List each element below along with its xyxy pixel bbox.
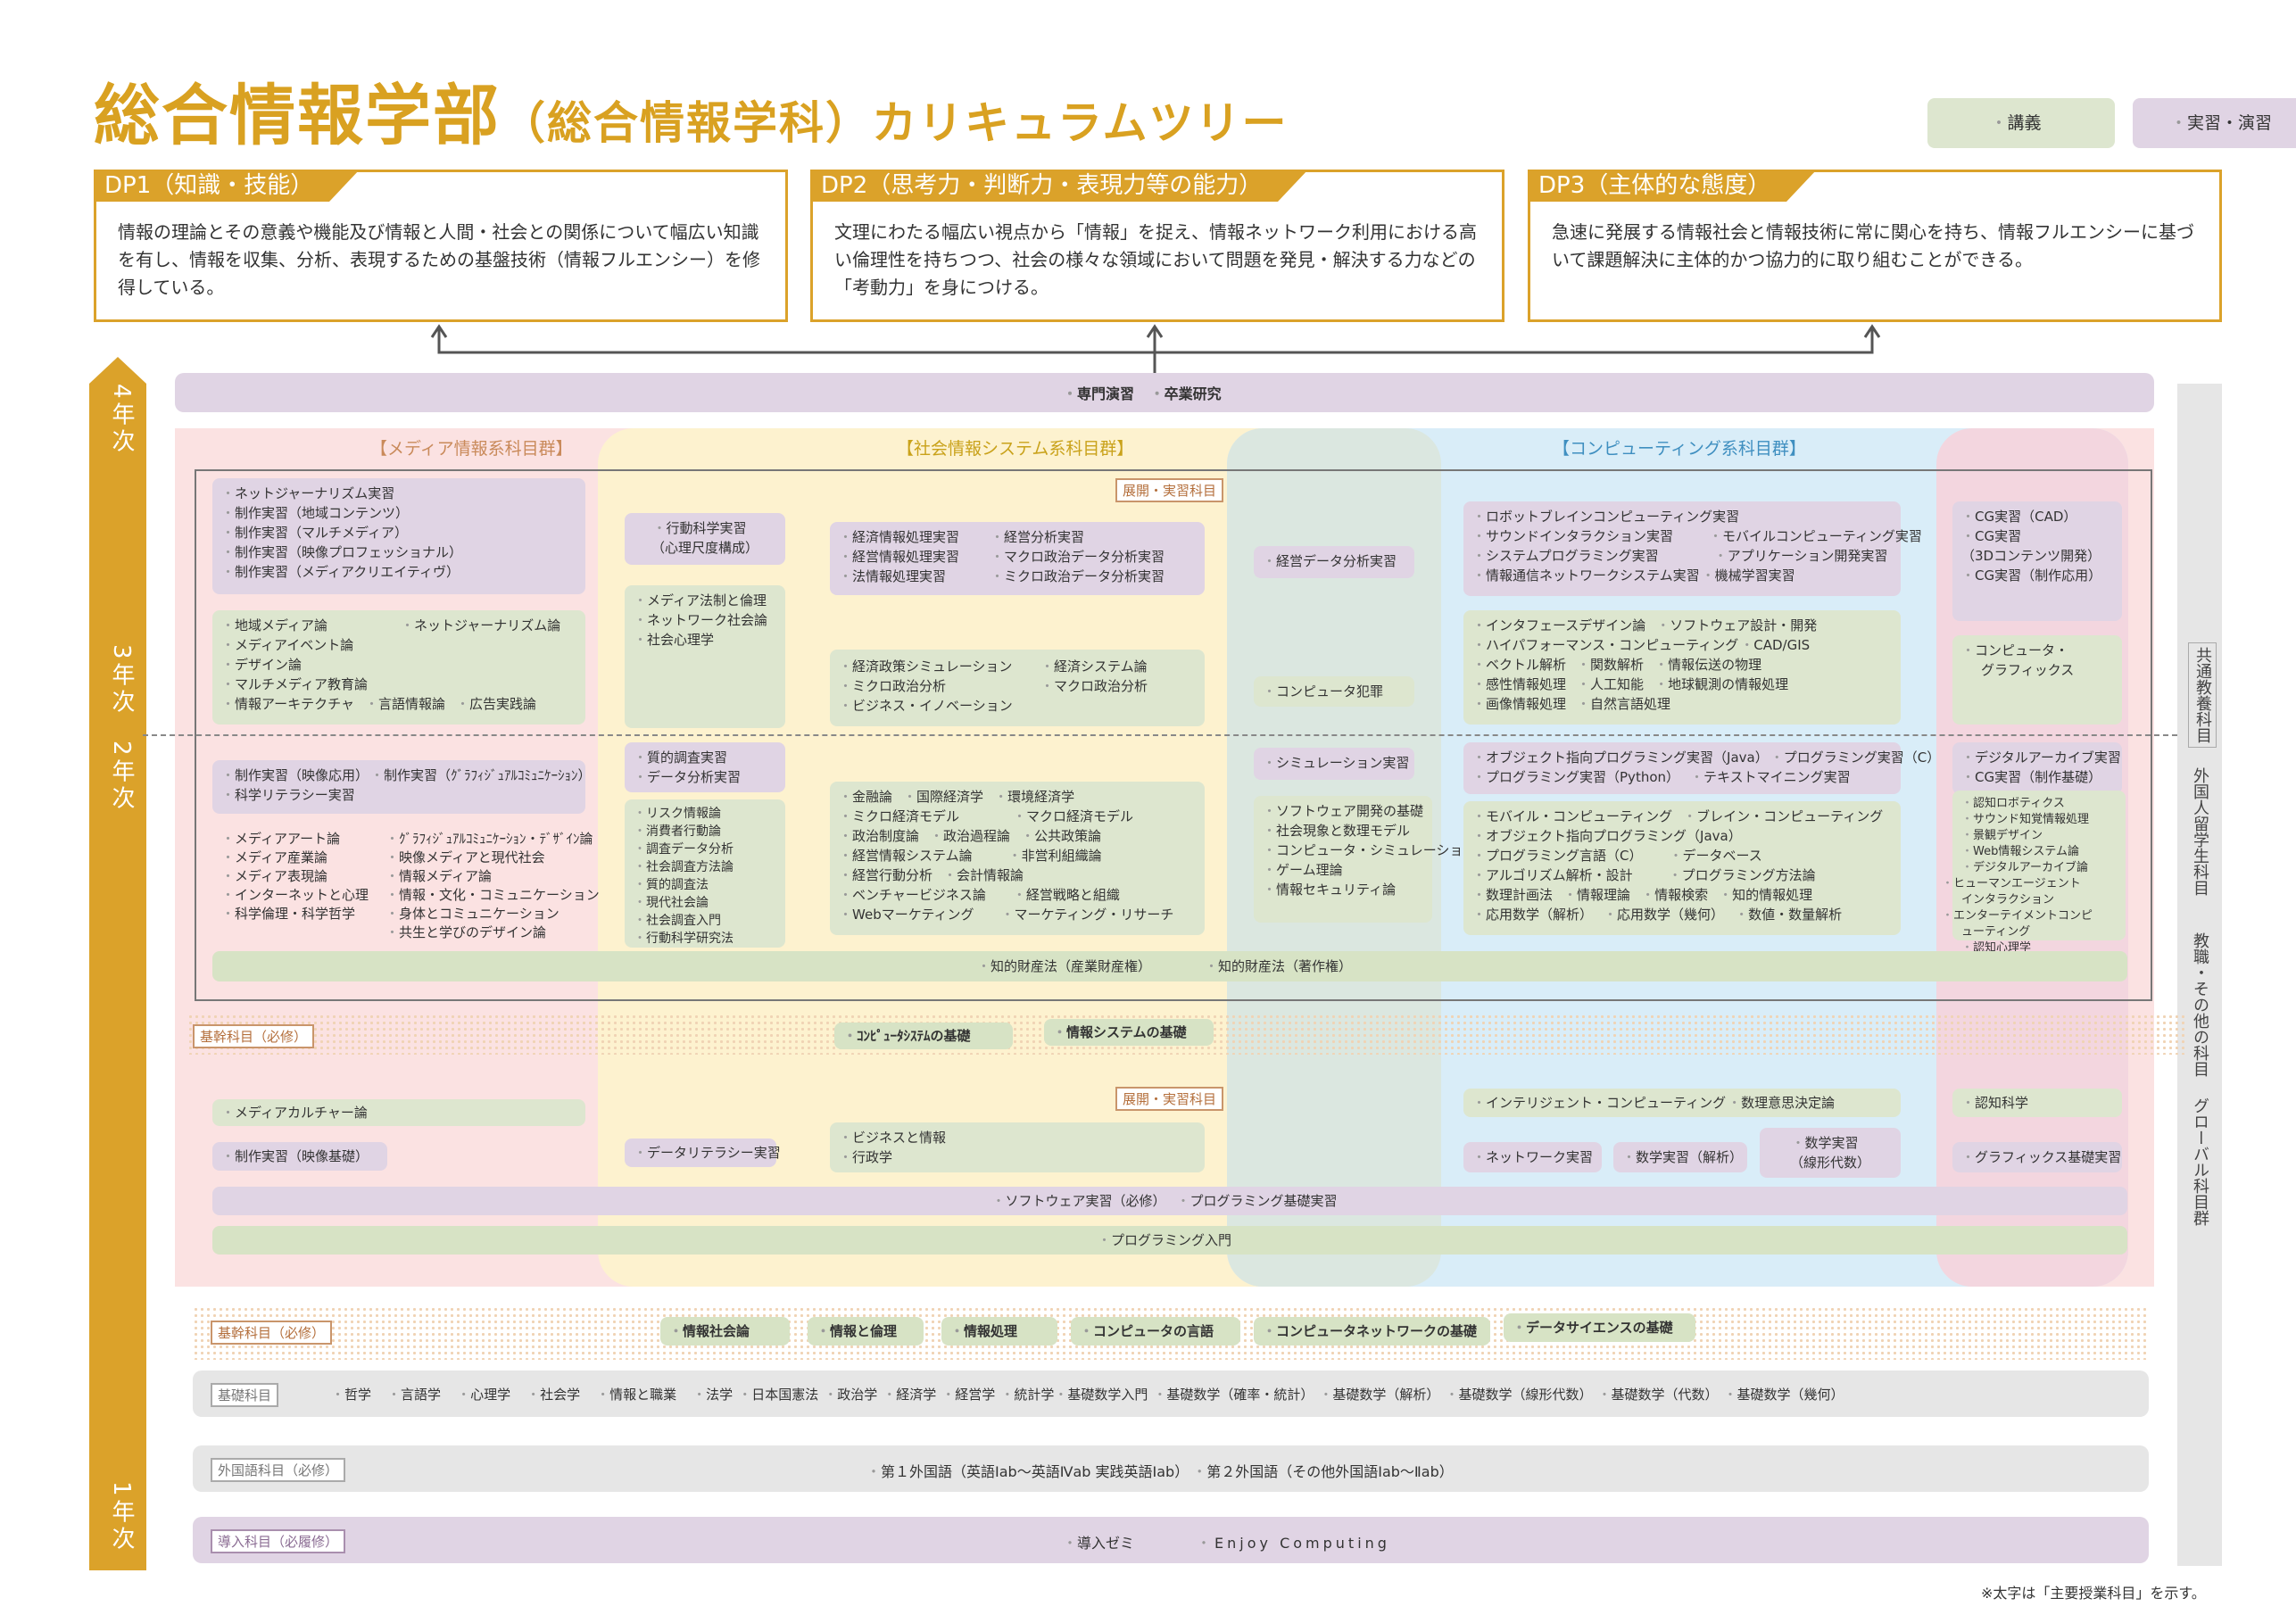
year-2: 2年次 [108, 741, 135, 813]
group-social: 【社会情報システム系科目群】 [897, 439, 1134, 459]
behav-lecture-2: リスク情報論 消費者行動論 調査データ分析 社会調査方法論 質的調査法 現代社会… [625, 799, 785, 948]
law-row: 知的財産法（産業財産権）知的財産法（著作権） [212, 951, 2127, 981]
group-media: 【メディア情報系科目群】 [370, 439, 573, 459]
mgmt-practice-2: シミュレーション実習 [1254, 748, 1414, 780]
kikan-computer-system: ｺﾝﾋﾟｭｰﾀｼｽﾃﾑの基礎 [834, 1023, 1013, 1049]
side-kyoshoku: 教職・その他の科目 [2191, 932, 2209, 1077]
tag-kiso: 基礎科目 [211, 1383, 279, 1407]
year4-band: 専門演習 卒業研究 [175, 373, 2154, 412]
tag-kikan-1: 基幹科目（必修） [193, 1024, 315, 1048]
dounyu-row: 導入科目（必履修） 導入ゼミEnjoy Computing [193, 1517, 2149, 1563]
cg-practice-2: デジタルアーカイブ実習 CG実習（制作基礎） [1952, 742, 2122, 794]
media-practice-1: ネットジャーナリズム実習 制作実習（地域コンテンツ） 制作実習（マルチメディア）… [212, 478, 585, 594]
media-lecture-2a: メディアアート論 メディア産業論 メディア表現論 インターネットと心理 科学倫理… [221, 830, 418, 923]
comp-practice-2: オブジェクト指向プログラミング実習（Java）プログラミング実習（C） プログラ… [1463, 742, 1940, 794]
dp2-head: DP2（思考力・判断力・表現力等の能力） [810, 170, 1309, 202]
kiso-row: 基礎科目 哲学言語学心理学社会学情報と職業法学日本国憲法政治学経済学経営学統計学… [193, 1370, 2149, 1417]
graduation-research: 卒業研究 [1150, 382, 1222, 403]
behav-lecture-1: メディア法制と倫理 ネットワーク社会論 社会心理学 [625, 585, 785, 728]
behav-practice-2: 質的調査実習 データ分析実習 [625, 742, 785, 792]
dp3-box: DP3（主体的な態度） 急速に発展する情報社会と情報技術に常に関心を持ち、情報フ… [1528, 170, 2222, 322]
tag-dounyu: 導入科目（必履修） [211, 1529, 346, 1553]
behav-practice-3: データリテラシー実習 [625, 1139, 781, 1167]
media-lecture-2b: ｸﾞﾗﾌｨｼﾞｭｱﾙｺﾐｭﾆｹｰｼｮﾝ・ﾃﾞｻﾞｲﾝ論 映像メディアと現代社会 … [385, 830, 600, 942]
tag-tenkai-2: 展開・実習科目 [1115, 1087, 1224, 1111]
social-lecture-2: 金融論国際経済学環境経済学 ミクロ経済モデルマクロ経済モデル 政治制度論政治過程… [830, 782, 1205, 935]
social-practice-1: 経済情報処理実習 経営情報処理実習 法情報処理実習 経営分析実習 マクロ政治デー… [830, 522, 1205, 595]
cg-practice-3: グラフィックス基礎実習 [1952, 1142, 2122, 1172]
title-paren: （総合情報学科） [501, 97, 872, 149]
legend-lecture: 講義 [1927, 98, 2115, 148]
mgmt-lecture-1: コンピュータ犯罪 [1254, 676, 1414, 707]
software-row: ソフトウェア実習（必修）プログラミング基礎実習 [212, 1187, 2127, 1215]
year-axis [89, 357, 146, 1570]
dp2-body: 文理にわたる幅広い視点から「情報」を捉え、情報ネットワーク利用における高い倫理性… [834, 221, 1477, 298]
seminar: 専門演習 [1063, 382, 1134, 403]
year-divider [143, 734, 2177, 736]
social-lecture-3: ビジネスと情報 行政学 [830, 1122, 1205, 1172]
comp-lecture-3: インテリジェント・コンピューティング数理意思決定論 [1463, 1089, 1901, 1117]
dp2-box: DP2（思考力・判断力・表現力等の能力） 文理にわたる幅広い視点から「情報」を捉… [810, 170, 1504, 322]
dounyu-items: 導入ゼミEnjoy Computing [1063, 1531, 1401, 1553]
dp1-body: 情報の理論とその意義や機能及び情報と人間・社会との関係について幅広い知識を有し、… [118, 221, 760, 298]
comp-lecture-1: インタフェースデザイン論ソフトウェア設計・開発 ハイパフォーマンス・コンピューテ… [1463, 610, 1901, 725]
cg-practice-1: CG実習（CAD） CG実習 （3Dコンテンツ開発） CG実習（制作応用） [1952, 501, 2122, 621]
cg-lecture-2: 認知ロボティクス サウンド知覚情報処理 景観デザイン Web情報システム論 デジ… [1952, 791, 2126, 955]
kikan-info-system: 情報システムの基礎 [1044, 1019, 1214, 1046]
side-ryugaku: 外国人留学生科目 [2191, 767, 2209, 896]
dp1-box: DP1（知識・技能） 情報の理論とその意義や機能及び情報と人間・社会との関係につ… [94, 170, 788, 322]
comp-practice-1: ロボットブレインコンピューティング実習 サウンドインタラクション実習モバイルコン… [1463, 501, 1922, 596]
year-3: 3年次 [108, 644, 135, 716]
comp-practice-3b: 数学実習（解析） [1613, 1142, 1747, 1172]
gaikoku-items: 第１外国語（英語Ⅰab～英語Ⅳab 実践英語Ⅰab）第２外国語（その他外国語Ⅰa… [866, 1460, 1464, 1481]
dp3-body: 急速に発展する情報社会と情報技術に常に関心を持ち、情報フルエンシーに基づいて課題… [1552, 221, 2194, 270]
tag-tenkai-1: 展開・実習科目 [1115, 478, 1224, 502]
media-culture: メディアカルチャー論 [212, 1099, 585, 1126]
comp-lecture-2: モバイル・コンピューティングブレイン・コンピューティング オブジェクト指向プログ… [1463, 801, 1901, 935]
year-1: 1年次 [108, 1481, 135, 1553]
media-practice-3: 制作実習（映像基礎） [212, 1142, 387, 1171]
tag-gaikoku: 外国語科目（必修） [211, 1458, 346, 1482]
media-lecture-1: 地域メディア論ネットジャーナリズム論 メディアイベント論 デザイン論 マルチメデ… [212, 610, 585, 725]
side-column [2177, 384, 2222, 1566]
behav-practice-1: 行動科学実習 （心理尺度構成） [625, 513, 785, 565]
title-tail: カリキュラムツリー [872, 97, 1289, 149]
title-main: 総合情報学部 [94, 78, 501, 154]
footnote: ※太字は「主要授業科目」を示す。 [1981, 1585, 2206, 1602]
dp3-head: DP3（主体的な態度） [1528, 170, 1818, 202]
cg-lecture-1: コンピュータ・ グラフィックス [1952, 635, 2122, 725]
side-kyotsu: 共通教養科目 [2188, 642, 2217, 748]
page-title: 総合情報学部（総合情報学科）カリキュラムツリー [94, 62, 1289, 158]
group-computing: 【コンピューティング系科目群】 [1553, 439, 1806, 459]
mgmt-practice-1: 経営データ分析実習 [1254, 546, 1414, 578]
comp-practice-3a: ネットワーク実習 [1463, 1142, 1602, 1172]
year-4: 4年次 [108, 384, 135, 456]
legend-practice: 実習・演習 [2133, 98, 2296, 148]
media-practice-2: 制作実習（映像応用）制作実習（ｸﾞﾗﾌｨｼﾞｭｱﾙｺﾐｭﾆｹｰｼｮﾝ） 科学リテ… [212, 760, 592, 814]
social-lecture-1: 経済政策シミュレーション ミクロ政治分析 ビジネス・イノベーション 経済システム… [830, 650, 1205, 726]
gaikoku-row: 外国語科目（必修） 第１外国語（英語Ⅰab～英語Ⅳab 実践英語Ⅰab）第２外国… [193, 1445, 2149, 1492]
side-global: グローバル科目群 [2191, 1097, 2209, 1226]
intro-programming-row: プログラミング入門 [212, 1226, 2127, 1255]
mgmt-lecture-2: ソフトウェア開発の基礎 社会現象と数理モデル コンピュータ・シミュレーション ゲ… [1254, 796, 1476, 923]
comp-practice-3c: 数学実習 （線形代数） [1760, 1128, 1901, 1178]
dp-arrows [430, 324, 1881, 373]
dp1-head: DP1（知識・技能） [94, 170, 361, 202]
kiso-items: 哲学言語学心理学社会学情報と職業法学日本国憲法政治学経済学経営学統計学基礎数学入… [331, 1385, 1844, 1404]
cg-lecture-3: 認知科学 [1952, 1089, 2122, 1117]
tag-kikan-2: 基幹科目（必修） [211, 1321, 333, 1345]
